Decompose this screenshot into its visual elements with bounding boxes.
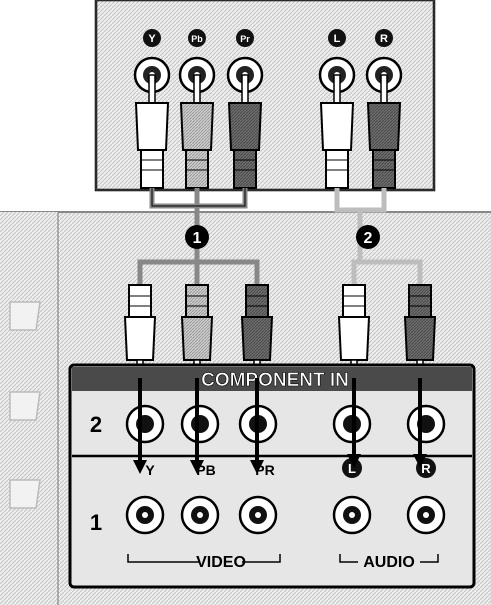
plug-source-pb — [179, 74, 215, 189]
audio-bracket — [339, 554, 439, 563]
source-label-pb: Pb — [191, 34, 203, 44]
jack-row2-y — [125, 404, 165, 444]
arrow-pr — [250, 378, 264, 474]
arrow-y — [133, 378, 147, 474]
connection-arrows — [133, 378, 427, 474]
video-label: VIDEO — [196, 554, 246, 571]
callout-2-text: 2 — [364, 230, 373, 247]
side-port-slot — [9, 301, 41, 331]
side-port-slot — [9, 391, 41, 421]
source-jack-labels: Y Pb Pr L R — [143, 29, 393, 47]
row-label-1: 1 — [90, 510, 102, 535]
jack-row1-pb — [180, 495, 220, 535]
source-label-y: Y — [148, 33, 156, 45]
video-bracket — [127, 554, 281, 563]
source-label-l: L — [334, 33, 341, 45]
plug-source-l — [319, 74, 355, 189]
source-label-pr: Pr — [240, 34, 250, 44]
row-1-jacks — [125, 495, 446, 535]
plug-source-r — [366, 74, 402, 189]
callout-2: 2 — [356, 225, 380, 249]
callout-1: 1 — [185, 225, 209, 249]
source-label-r: R — [380, 33, 388, 45]
jack-row1-r — [406, 495, 446, 535]
sublabel-r: R — [421, 461, 431, 476]
row-label-2: 2 — [90, 412, 102, 437]
sublabel-pb: PB — [196, 462, 215, 478]
jack-row2-pb — [180, 404, 220, 444]
arrow-r — [413, 378, 427, 468]
panel-title: COMPONENT IN — [201, 370, 349, 391]
sublabel-l: L — [348, 461, 356, 476]
source-plugs — [134, 74, 402, 189]
callout-1-text: 1 — [193, 230, 202, 247]
plug-source-y — [134, 74, 170, 189]
side-port-slot — [9, 479, 41, 509]
arrow-pb — [190, 378, 204, 474]
sublabel-y: Y — [145, 462, 155, 478]
jack-row2-r — [406, 404, 446, 444]
audio-label: AUDIO — [363, 554, 415, 571]
jack-row1-y — [125, 495, 165, 535]
jack-row1-pr — [238, 495, 278, 535]
jack-row1-l — [332, 495, 372, 535]
arrow-l — [347, 378, 361, 468]
